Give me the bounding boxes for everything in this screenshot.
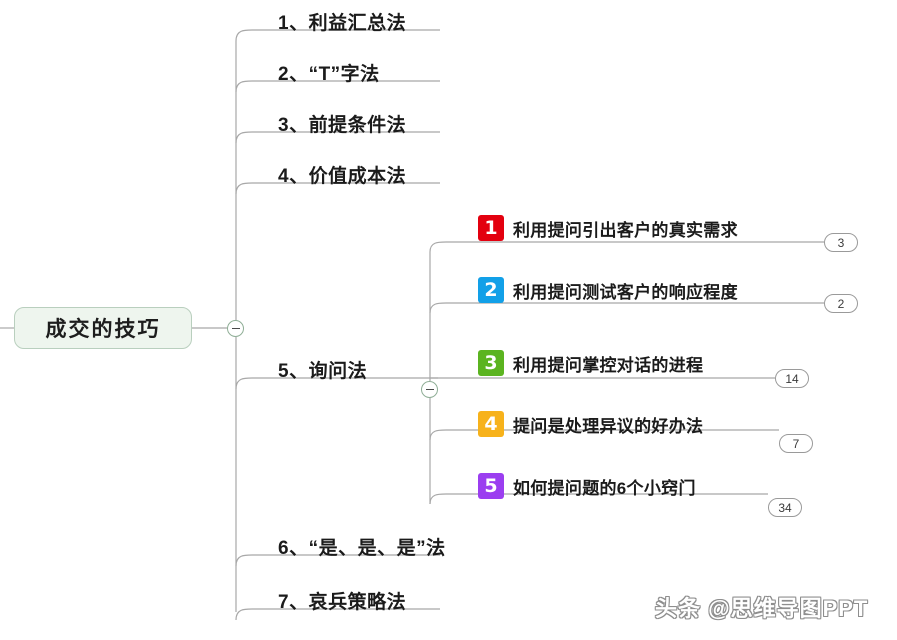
subbranch-label-3: 利用提问掌控对话的进程 xyxy=(513,355,704,375)
subbranch-label-2: 利用提问测试客户的响应程度 xyxy=(513,282,738,302)
count-bubble-1: 3 xyxy=(824,233,858,252)
watermark: 头条 @思维导图PPT xyxy=(655,596,869,621)
branch-item-7[interactable]: 7、哀兵策略法 xyxy=(278,592,407,613)
number-badge-5: 5 xyxy=(478,473,504,499)
subbranch-label-4: 提问是处理异议的好办法 xyxy=(513,416,704,436)
root-collapse-toggle[interactable] xyxy=(227,320,244,337)
subbranch-collapse-toggle[interactable] xyxy=(421,381,438,398)
subbranch-label-1: 利用提问引出客户的真实需求 xyxy=(513,220,738,240)
subbranch-item-3[interactable]: 3 利用提问掌控对话的进程 xyxy=(478,350,703,376)
count-bubble-2: 2 xyxy=(824,294,858,313)
subbranch-item-4[interactable]: 4 提问是处理异议的好办法 xyxy=(478,411,703,437)
subbranch-item-5[interactable]: 5 如何提问题的6个小窍门 xyxy=(478,473,696,499)
branch-item-3[interactable]: 3、前提条件法 xyxy=(278,115,407,136)
count-bubble-4: 7 xyxy=(779,434,813,453)
number-badge-3: 3 xyxy=(478,350,504,376)
number-badge-2: 2 xyxy=(478,277,504,303)
count-bubble-5: 34 xyxy=(768,498,802,517)
minus-icon xyxy=(425,389,434,390)
branch-item-2[interactable]: 2、“T”字法 xyxy=(278,64,380,85)
count-bubble-3: 14 xyxy=(775,369,809,388)
subbranch-item-1[interactable]: 1 利用提问引出客户的真实需求 xyxy=(478,215,738,241)
branch-item-6[interactable]: 6、“是、是、是”法 xyxy=(278,538,446,559)
branch-item-4[interactable]: 4、价值成本法 xyxy=(278,166,407,187)
root-node[interactable]: 成交的技巧 xyxy=(14,307,192,349)
subbranch-item-2[interactable]: 2 利用提问测试客户的响应程度 xyxy=(478,277,738,303)
root-node-label: 成交的技巧 xyxy=(45,318,161,341)
subbranch-label-5: 如何提问题的6个小窍门 xyxy=(513,478,696,498)
minus-icon xyxy=(231,328,240,329)
branch-item-1[interactable]: 1、利益汇总法 xyxy=(278,13,407,34)
number-badge-4: 4 xyxy=(478,411,504,437)
number-badge-1: 1 xyxy=(478,215,504,241)
branch-item-5[interactable]: 5、询问法 xyxy=(278,361,368,382)
